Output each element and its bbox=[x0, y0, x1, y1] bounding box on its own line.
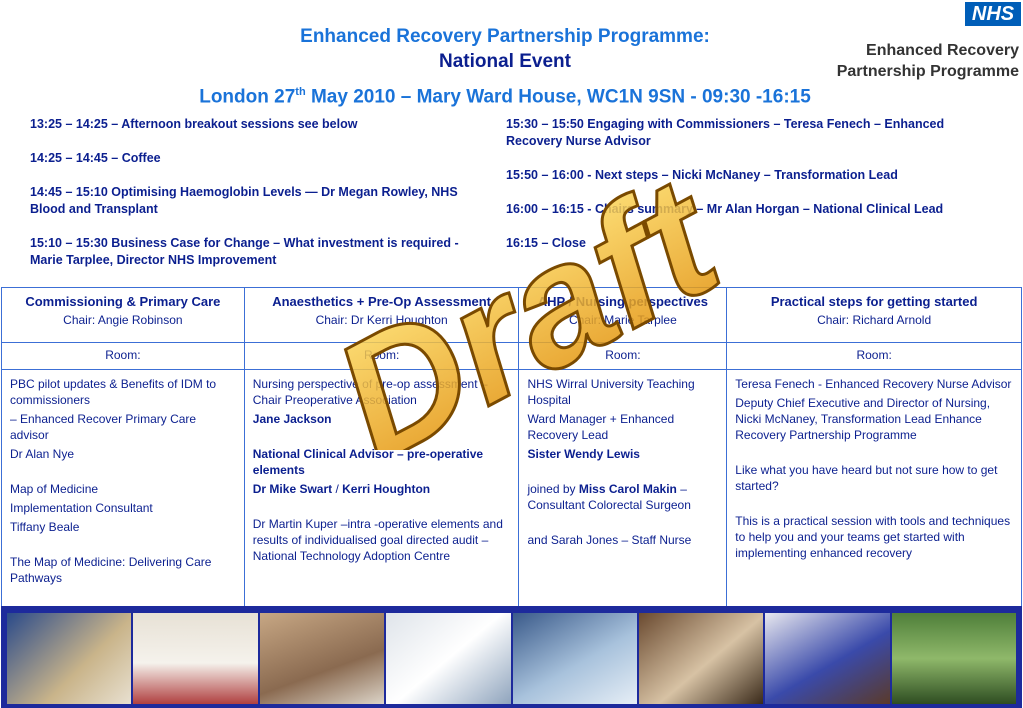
detail-strong: Dr Mike Swart bbox=[252, 482, 333, 496]
photo-strip bbox=[1, 606, 1022, 708]
detail-line: Dr Mike Swart / Kerri Houghton bbox=[253, 481, 511, 497]
session-details: Nursing perspective of pre-op assessment… bbox=[243, 369, 520, 607]
detail-line: Nursing perspective of pre-op assessment… bbox=[252, 377, 488, 407]
detail-line: joined by Miss Carol Makin – Consultant … bbox=[527, 481, 718, 513]
schedule-item: 14:45 – 15:10 Optimising Haemoglobin Lev… bbox=[30, 185, 458, 216]
detail-line: Like what you have heard but not sure ho… bbox=[735, 463, 998, 493]
photo-bowling bbox=[133, 613, 258, 704]
photo-bedside bbox=[386, 613, 511, 704]
photo-clinician bbox=[512, 613, 637, 704]
detail-text: – pre-operative elements bbox=[252, 447, 484, 477]
room-cell: Room: bbox=[518, 342, 728, 370]
schedule-item: 16:00 – 16:15 - Chairs summary – Mr Alan… bbox=[506, 202, 944, 216]
room-cell: Room: bbox=[726, 342, 1022, 370]
detail-line: and Sarah Jones – Staff Nurse bbox=[527, 533, 692, 547]
detail-line: Teresa Fenech - Enhanced Recovery Nurse … bbox=[735, 377, 1012, 391]
detail-line: National Clinical Advisor – pre-operativ… bbox=[253, 446, 511, 478]
detail-text: / bbox=[332, 482, 343, 496]
detail-strong: National Clinical Advisor bbox=[252, 447, 394, 461]
spacer bbox=[253, 500, 511, 516]
spacer bbox=[10, 465, 236, 481]
title-line-1: Enhanced Recovery Partnership Programme: bbox=[300, 26, 710, 47]
spacer bbox=[735, 446, 1013, 462]
photo-patient-care bbox=[7, 613, 132, 704]
session-details: PBC pilot updates & Benefits of IDM to c… bbox=[1, 369, 245, 607]
detail-text: – Consultant Colorectal Surgeon bbox=[527, 482, 691, 512]
detail-strong: Kerri Houghton bbox=[342, 482, 431, 496]
detail-line: Dr Alan Nye bbox=[10, 447, 75, 461]
photo-elderly-patient bbox=[638, 613, 764, 704]
detail-line: Sister Wendy Lewis bbox=[527, 447, 640, 461]
title-line-3: London 27th May 2010 – Mary Ward House, … bbox=[0, 86, 1010, 108]
schedule-item: 15:30 – 15:50 Engaging with Commissioner… bbox=[506, 117, 945, 148]
detail-line: NHS Wirral University Teaching Hospital bbox=[527, 377, 695, 407]
schedule-item: 16:15 – Close bbox=[506, 236, 586, 250]
logo-line-2: Partnership Programme bbox=[836, 63, 1019, 80]
detail-line: Jane Jackson bbox=[252, 412, 332, 426]
session-chair: Chair: Dr Kerri Houghton bbox=[315, 313, 448, 327]
spacer bbox=[10, 538, 236, 554]
session-chair: Chair: Angie Robinson bbox=[63, 313, 183, 327]
schedule-item: 13:25 – 14:25 – Afternoon breakout sessi… bbox=[30, 117, 358, 131]
detail-line: Tiffany Beale bbox=[10, 520, 80, 534]
detail-line: This is a practical session with tools a… bbox=[735, 514, 1011, 560]
detail-text: joined by bbox=[527, 482, 579, 496]
session-title: Anaesthetics + Pre-Op Assessment bbox=[272, 294, 492, 309]
room-cell: Room: bbox=[243, 342, 520, 370]
nhs-logo: NHS Enhanced Recovery Partnership Progra… bbox=[831, 2, 1021, 82]
session-details: Teresa Fenech - Enhanced Recovery Nurse … bbox=[726, 369, 1022, 607]
photo-presentation bbox=[765, 613, 890, 704]
detail-line: – Enhanced Recover Primary Care advisor bbox=[10, 412, 197, 442]
detail-line: Implementation Consultant bbox=[10, 501, 153, 515]
session-details: NHS Wirral University Teaching Hospital … bbox=[518, 369, 728, 607]
detail-line: PBC pilot updates & Benefits of IDM to c… bbox=[10, 377, 217, 407]
detail-line: The Map of Medicine: Delivering Care Pat… bbox=[10, 555, 212, 585]
detail-line: Dr Martin Kuper –intra -operative elemen… bbox=[252, 517, 503, 563]
photo-group bbox=[891, 613, 1016, 704]
schedule-left: 13:25 – 14:25 – Afternoon breakout sessi… bbox=[30, 116, 470, 286]
detail-strong: Miss Carol Makin bbox=[578, 482, 677, 496]
table-room-row: Room: Room: Room: Room: bbox=[1, 342, 1022, 370]
session-chair: Chair: Marie Tarplee bbox=[568, 313, 677, 327]
schedule-item: 15:10 – 15:30 Business Case for Change –… bbox=[30, 236, 459, 267]
detail-line: Map of Medicine bbox=[10, 482, 99, 496]
logo-line-1: Enhanced Recovery bbox=[866, 42, 1019, 59]
spacer bbox=[527, 465, 718, 481]
table-body-row: PBC pilot updates & Benefits of IDM to c… bbox=[1, 369, 1022, 607]
title-line-2: National Event bbox=[439, 51, 571, 72]
nhs-badge: NHS bbox=[965, 2, 1021, 26]
session-title: Practical steps for getting started bbox=[770, 294, 978, 309]
title-date-post: May 2010 – Mary Ward House, WC1N 9SN - 0… bbox=[305, 86, 811, 108]
schedule-item: 14:25 – 14:45 – Coffee bbox=[30, 151, 161, 165]
title-date-pre: London 27 bbox=[199, 86, 296, 108]
session-title: AHP / Nursing perspectives bbox=[537, 294, 708, 309]
session-chair: Chair: Richard Arnold bbox=[817, 313, 932, 327]
detail-line: Ward Manager + Enhanced Recovery Lead bbox=[527, 412, 675, 442]
schedule-right: 15:30 – 15:50 Engaging with Commissioner… bbox=[506, 116, 986, 269]
session-title: Commissioning & Primary Care bbox=[25, 294, 221, 309]
spacer bbox=[253, 430, 511, 446]
spacer bbox=[527, 516, 718, 532]
room-cell: Room: bbox=[1, 342, 245, 370]
photo-reception bbox=[259, 613, 385, 704]
schedule-item: 15:50 – 16:00 - Next steps – Nicki McNan… bbox=[506, 168, 898, 182]
spacer bbox=[735, 497, 1013, 513]
detail-line: Deputy Chief Executive and Director of N… bbox=[735, 396, 991, 442]
title-date-sup: th bbox=[295, 86, 306, 98]
